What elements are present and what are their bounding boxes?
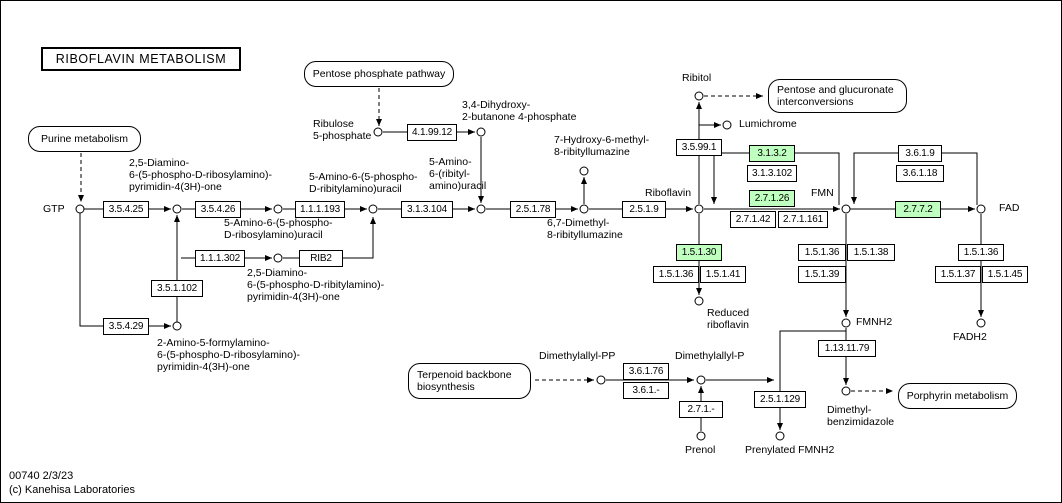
compound-lumichrome-node[interactable] [722, 120, 732, 130]
label-fmnh2: FMNH2 [856, 316, 893, 328]
enzyme-3-5-4-26[interactable]: 3.5.4.26 [195, 201, 241, 218]
label-amino-phospho-ribitylamino-uracil: 5-Amino-6-(5-phospho- D-ribitylamino)ura… [309, 171, 418, 195]
enzyme-1-1-1-193[interactable]: 1.1.1.193 [295, 201, 345, 218]
enzyme-3-6-1-dash[interactable]: 3.6.1.- [623, 382, 669, 399]
label-diamino-ribitylamino-pyrimidinone: 2,5-Diamino- 6-(5-phospho-D-ribitylamino… [247, 267, 385, 303]
label-amino-ribitylamino-uracil: 5-Amino- 6-(ribityl- amino)uracil [429, 156, 487, 192]
enzyme-2-5-1-129[interactable]: 2.5.1.129 [754, 391, 806, 408]
compound-dimethylbenzimidazole-node[interactable] [841, 386, 851, 396]
enzyme-2-7-1-42[interactable]: 2.7.1.42 [730, 211, 776, 228]
enzyme-1-13-11-79[interactable]: 1.13.11.79 [818, 340, 876, 357]
label-reduced-riboflavin: Reduced riboflavin [707, 307, 750, 331]
compound-prenylated-fmnh2-node[interactable] [775, 431, 785, 441]
enzyme-3-5-99-1[interactable]: 3.5.99.1 [676, 139, 722, 156]
label-riboflavin: Riboflavin [645, 187, 692, 199]
label-fmn: FMN [811, 187, 834, 199]
enzyme-3-1-3-104[interactable]: 3.1.3.104 [401, 201, 453, 218]
label-dimethylallyl-p: Dimethylallyl-P [675, 350, 745, 362]
pathway-link-pentose-phosphate[interactable]: Pentose phosphate pathway [304, 61, 454, 87]
compound-amino-formylamino-pyrimidinone-node[interactable] [172, 321, 182, 331]
compound-diamino-ribosylamino-pyrimidinone-node[interactable] [172, 204, 182, 214]
compound-fadh2-node[interactable] [976, 318, 986, 328]
enzyme-3-1-3-2[interactable]: 3.1.3.2 [749, 145, 795, 162]
enzyme-3-5-4-25[interactable]: 3.5.4.25 [103, 201, 149, 218]
compound-riboflavin-node[interactable] [694, 204, 704, 214]
pathway-link-purine-metabolism[interactable]: Purine metabolism [28, 126, 141, 152]
compound-fmnh2-node[interactable] [841, 318, 851, 328]
compound-dihydroxy-butanone-phosphate-node[interactable] [476, 127, 486, 137]
enzyme-1-5-1-39[interactable]: 1.5.1.39 [798, 266, 846, 283]
enzyme-1-5-1-37[interactable]: 1.5.1.37 [935, 266, 981, 283]
compound-diamino-ribitylamino-pyrimidinone-node[interactable] [273, 253, 283, 263]
compound-fmn-node[interactable] [841, 204, 851, 214]
enzyme-1-5-1-38[interactable]: 1.5.1.38 [847, 244, 895, 261]
enzyme-3-5-1-102[interactable]: 3.5.1.102 [151, 280, 203, 297]
label-hydroxy-methyl-ribityllumazine: 7-Hydroxy-6-methyl- 8-ribityllumazine [554, 134, 650, 158]
enzyme-1-5-1-30[interactable]: 1.5.1.30 [676, 244, 722, 261]
label-diamino-ribosylamino-pyrimidinone: 2,5-Diamino- 6-(5-phospho-D-ribosylamino… [129, 157, 272, 193]
label-lumichrome: Lumichrome [739, 118, 797, 130]
label-amino-phospho-ribosylamino-uracil: 5-Amino-6-(5-phospho- D-ribosylamino)ura… [224, 217, 333, 241]
label-dimethylallyl-pp: Dimethylallyl-PP [539, 350, 616, 362]
compound-reduced-riboflavin-node[interactable] [694, 296, 704, 306]
copyright-note: (c) Kanehisa Laboratories [9, 484, 135, 496]
label-prenol: Prenol [685, 444, 716, 456]
enzyme-rib2[interactable]: RIB2 [299, 250, 343, 267]
enzyme-3-6-1-18[interactable]: 3.6.1.18 [896, 165, 944, 182]
label-fadh2: FADH2 [953, 331, 987, 343]
compound-dimethylallyl-pp-node[interactable] [596, 375, 606, 385]
compound-dimethylallyl-p-node[interactable] [696, 375, 706, 385]
label-dimethyl-ribityllumazine: 6,7-Dimethyl- 8-ribityllumazine [547, 217, 623, 241]
compound-prenol-node[interactable] [696, 431, 706, 441]
compound-ribitol-node[interactable] [694, 91, 704, 101]
compound-dimethyl-ribityllumazine-node[interactable] [579, 204, 589, 214]
enzyme-2-7-1-dash[interactable]: 2.7.1.- [679, 401, 723, 418]
enzyme-2-5-1-78[interactable]: 2.5.1.78 [510, 201, 556, 218]
enzyme-1-5-1-41[interactable]: 1.5.1.41 [700, 266, 746, 283]
enzyme-3-5-4-29[interactable]: 3.5.4.29 [103, 318, 149, 335]
map-title: RIBOFLAVIN METABOLISM [41, 47, 241, 71]
enzyme-1-5-1-45[interactable]: 1.5.1.45 [982, 266, 1028, 283]
compound-hydroxy-methyl-ribityllumazine-node[interactable] [579, 166, 589, 176]
label-amino-formylamino-pyrimidinone: 2-Amino-5-formylamino- 6-(5-phospho-D-ri… [157, 337, 300, 373]
compound-amino-phospho-ribosylamino-uracil-node[interactable] [273, 204, 283, 214]
enzyme-2-5-1-9[interactable]: 2.5.1.9 [622, 201, 666, 218]
pathway-link-terpenoid-backbone[interactable]: Terpenoid backbone biosynthesis [408, 363, 531, 399]
compound-ribulose-5-phosphate-node[interactable] [373, 127, 383, 137]
enzyme-1-5-1-36-c[interactable]: 1.5.1.36 [958, 244, 1004, 261]
enzyme-1-5-1-36-b[interactable]: 1.5.1.36 [798, 244, 846, 261]
enzyme-3-1-3-102[interactable]: 3.1.3.102 [747, 165, 797, 182]
enzyme-1-5-1-36-a[interactable]: 1.5.1.36 [653, 266, 699, 283]
enzyme-1-1-1-302[interactable]: 1.1.1.302 [195, 250, 245, 267]
enzyme-2-7-7-2[interactable]: 2.7.7.2 [895, 201, 941, 218]
compound-amino-ribitylamino-uracil-node[interactable] [476, 204, 486, 214]
label-fad: FAD [999, 202, 1020, 214]
pathway-link-porphyrin-metabolism[interactable]: Porphyrin metabolism [898, 383, 1017, 409]
enzyme-2-7-1-161[interactable]: 2.7.1.161 [778, 211, 828, 228]
compound-amino-phospho-ribitylamino-uracil-node[interactable] [368, 204, 378, 214]
enzyme-3-6-1-9[interactable]: 3.6.1.9 [898, 145, 942, 162]
enzyme-2-7-1-26[interactable]: 2.7.1.26 [749, 190, 795, 207]
compound-fad-node[interactable] [976, 204, 986, 214]
label-dimethylbenzimidazole: Dimethyl- benzimidazole [827, 404, 895, 428]
label-ribulose-5-phosphate: Ribulose 5-phosphate [313, 118, 372, 142]
label-ribitol: Ribitol [682, 72, 712, 84]
label-gtp: GTP [43, 203, 65, 215]
map-number: 00740 2/3/23 [9, 470, 74, 482]
pathway-link-pentose-glucuronate[interactable]: Pentose and glucuronate interconversions [768, 79, 907, 113]
label-dihydroxy-butanone-phosphate: 3,4-Dihydroxy- 2-butanone 4-phosphate [462, 99, 577, 123]
enzyme-3-6-1-76[interactable]: 3.6.1.76 [623, 363, 669, 380]
enzyme-4-1-99-12[interactable]: 4.1.99.12 [407, 124, 457, 141]
compound-gtp-node[interactable] [75, 204, 85, 214]
label-prenylated-fmnh2: Prenylated FMNH2 [745, 444, 835, 456]
